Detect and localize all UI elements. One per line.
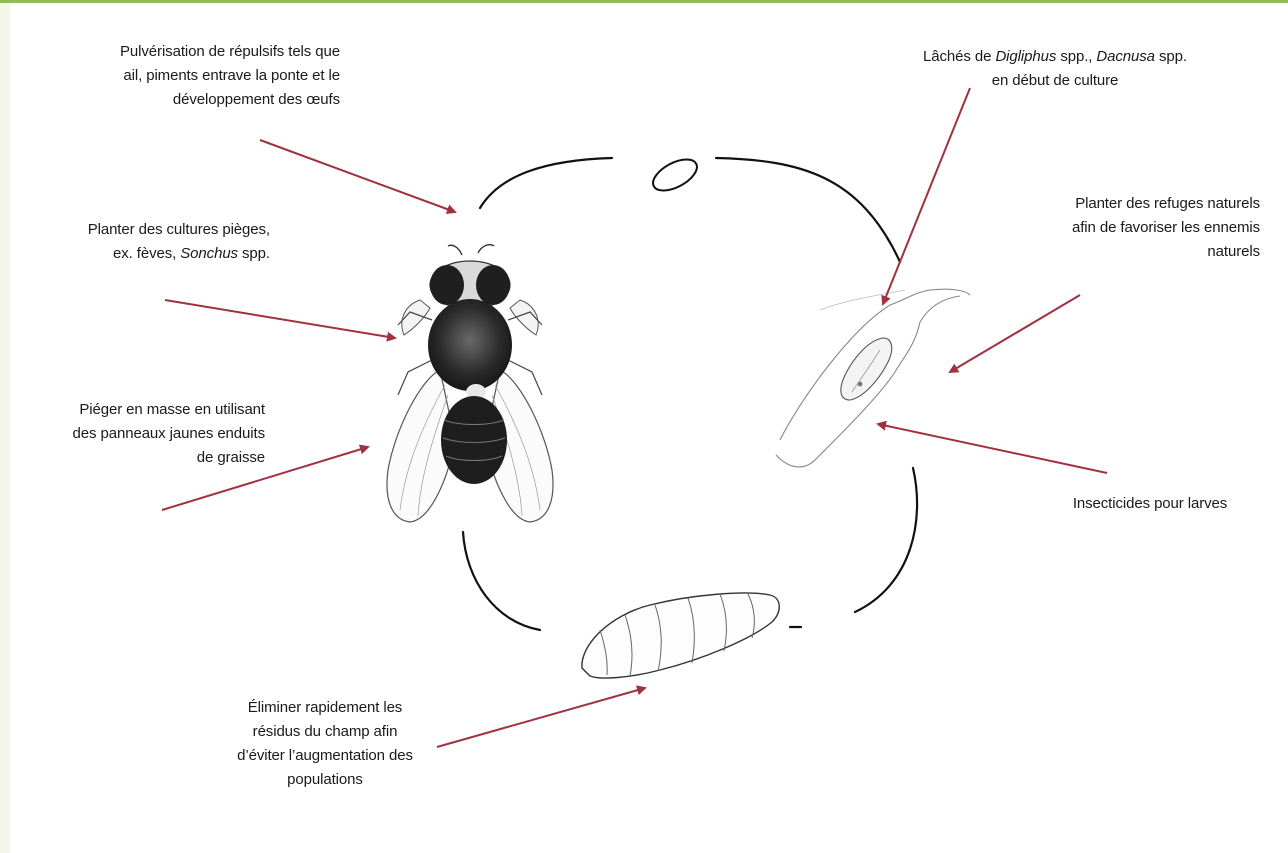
label-line: Planter des cultures pièges, (0, 218, 270, 242)
label-line: développement des œufs (50, 88, 340, 112)
label-line: Éliminer rapidement les (200, 696, 450, 720)
arrow-insecticides (878, 424, 1107, 473)
arrow-trap-crops (165, 300, 395, 338)
label-repellents: Pulvérisation de répulsifs tels que ail,… (50, 40, 340, 112)
label-line: Pulvérisation de répulsifs tels que (50, 40, 340, 64)
label-line: populations (200, 768, 450, 792)
label-line: d’éviter l’augmentation des (200, 744, 450, 768)
fly-eye-left (430, 265, 464, 305)
label-line: ail, piments entrave la ponte et le (50, 64, 340, 88)
arrow-refuges (950, 295, 1080, 372)
cycle-arc-bottom-left (463, 532, 540, 630)
label-line: naturels (980, 240, 1260, 264)
cycle-arc-top-left (480, 158, 612, 208)
label-line: Planter des refuges naturels (980, 192, 1260, 216)
label-line: ex. fèves, Sonchus spp. (0, 242, 270, 266)
label-refuges: Planter des refuges naturels afin de fav… (980, 192, 1260, 264)
label-line: en début de culture (910, 69, 1200, 93)
fly-eye-right (476, 265, 510, 305)
label-line: des panneaux jaunes enduits (10, 422, 265, 446)
label-mass-trapping: Piéger en masse en utilisant des panneau… (10, 398, 265, 470)
leaf-mine-icon (776, 289, 970, 467)
label-trap-crops: Planter des cultures pièges, ex. fèves, … (0, 218, 270, 266)
cycle-arc-top-right (716, 158, 900, 262)
arrow-release (883, 88, 970, 304)
cycle-arc-right (855, 468, 917, 612)
label-line: afin de favoriser les ennemis (980, 216, 1260, 240)
label-line: résidus du champ afin (200, 720, 450, 744)
label-insecticides: Insecticides pour larves (1040, 492, 1260, 516)
fly-icon (387, 245, 553, 522)
label-line: Insecticides pour larves (1040, 492, 1260, 516)
arrow-repellents (260, 140, 455, 212)
arrow-residues (437, 688, 645, 747)
larva-icon (841, 338, 892, 400)
label-line: Piéger en masse en utilisant (10, 398, 265, 422)
label-release: Lâchés de Digliphus spp., Dacnusa spp. e… (910, 45, 1200, 93)
label-line: Lâchés de Digliphus spp., Dacnusa spp. (910, 45, 1200, 69)
egg-icon (648, 153, 702, 197)
pupa-icon (582, 593, 779, 678)
label-line: de graisse (10, 446, 265, 470)
label-residues: Éliminer rapidement les résidus du champ… (200, 696, 450, 792)
